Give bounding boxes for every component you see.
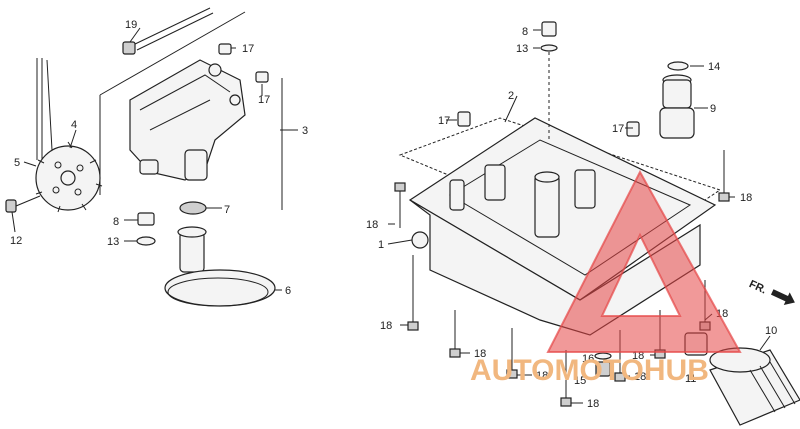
callout-8: 8 [522, 26, 528, 38]
collar [541, 21, 557, 37]
sprocket-bolt [5, 195, 41, 213]
callout-8: 8 [113, 216, 119, 228]
callout-17: 17 [612, 123, 624, 135]
callout-19: 19 [125, 19, 137, 31]
callout-2: 2 [508, 90, 514, 102]
oil-pan-body [409, 199, 701, 336]
assembly-bracket [99, 11, 298, 210]
oil-pressure-switch [659, 74, 695, 139]
front-arrow-icon [770, 289, 795, 306]
dowel-pin [457, 111, 471, 127]
oil-strainer [164, 226, 276, 307]
callout-12: 12 [10, 235, 22, 247]
callout-16: 16 [582, 353, 594, 365]
callout-5: 5 [14, 157, 20, 169]
drain-boss [411, 231, 429, 249]
callout-13: 13 [516, 43, 528, 55]
oil-pump-group [5, 7, 298, 307]
oil-pump-body [129, 59, 246, 181]
watermark-text: AUTOMOTOHUB [470, 354, 709, 387]
oil-filter [709, 347, 800, 426]
oil-pan-boss [534, 174, 560, 238]
callout-18: 18 [380, 320, 392, 332]
callout-18: 18 [634, 371, 646, 383]
oil-pan-gasket [398, 117, 722, 251]
callout-6: 6 [285, 285, 291, 297]
collar [137, 212, 155, 226]
watermark-triangle-logo [546, 169, 742, 353]
pump-bolt [122, 7, 214, 55]
callout-1: 1 [378, 239, 384, 251]
pressure-switch-o-ring [667, 61, 689, 71]
dowel-pin [218, 43, 232, 55]
callout-18: 18 [587, 398, 599, 410]
callout-18: 18 [366, 219, 378, 231]
oil-pump-sprocket [35, 141, 103, 213]
left-leaders [11, 27, 282, 291]
dowel-pin [626, 121, 640, 137]
front-direction-label: FR. [747, 278, 768, 296]
drain-bolt [595, 361, 611, 377]
pump-o-ring [179, 201, 207, 215]
callout-9: 9 [710, 103, 716, 115]
callout-4: 4 [71, 119, 77, 131]
dowel-pin [255, 71, 269, 83]
watermark: AUTOMOTOHUB [470, 169, 742, 387]
callout-18: 18 [474, 348, 486, 360]
callout-18: 18 [740, 192, 752, 204]
o-ring [136, 236, 156, 246]
o-ring [540, 44, 558, 52]
callout-17: 17 [242, 43, 254, 55]
drive-chain [36, 58, 53, 170]
callout-11: 11 [685, 373, 696, 385]
callout-13: 13 [107, 236, 119, 248]
callout-3: 3 [302, 125, 308, 137]
callout-10: 10 [765, 325, 777, 337]
callout-14: 14 [708, 61, 720, 73]
oil-pan-group [394, 21, 800, 426]
callout-15: 15 [574, 375, 586, 387]
callout-17: 17 [438, 115, 450, 127]
callout-18: 18 [536, 370, 548, 382]
callout-7: 7 [224, 204, 230, 216]
right-leaders [387, 29, 771, 404]
front-direction-indicator: FR. [747, 278, 795, 306]
callout-17: 17 [258, 94, 270, 106]
